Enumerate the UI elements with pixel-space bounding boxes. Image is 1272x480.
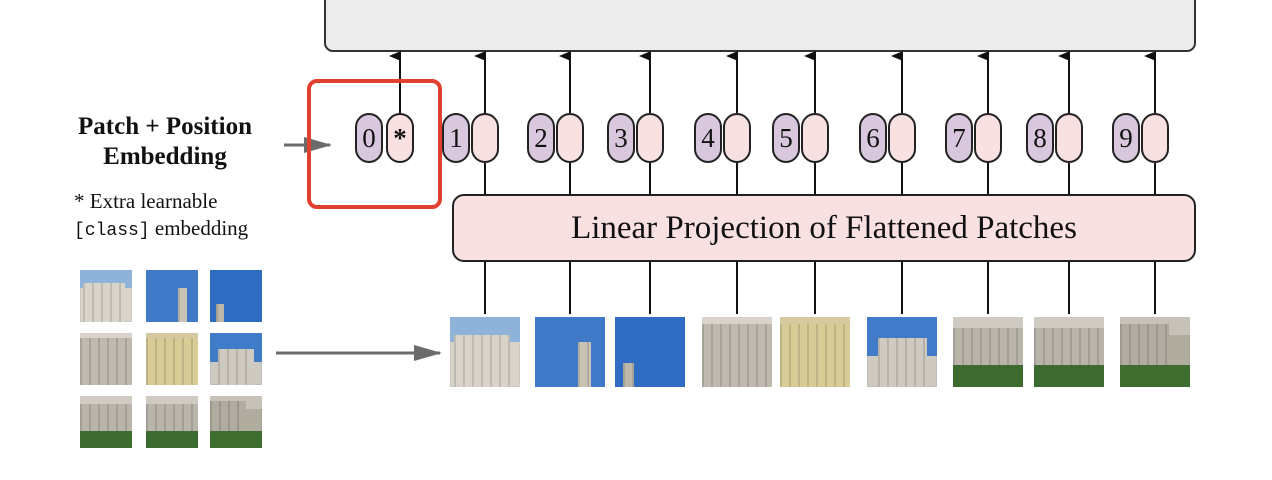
patch-embedding-pill-6	[888, 113, 916, 163]
label-line-2: Embedding	[103, 143, 227, 170]
flattened-patch-9	[1120, 317, 1190, 387]
flattened-patch-7	[953, 317, 1023, 387]
grid-patch-5	[146, 333, 198, 385]
grid-patch-7	[80, 396, 132, 448]
patch-embedding-pill-1	[471, 113, 499, 163]
position-pill-6: 6	[859, 113, 887, 163]
position-pill-1: 1	[442, 113, 470, 163]
class-token-position-pill: 0	[355, 113, 383, 163]
grid-patch-2	[146, 270, 198, 322]
position-pill-3: 3	[607, 113, 635, 163]
label-line-1: Patch + Position	[78, 113, 252, 140]
class-code: [class]	[74, 221, 150, 241]
position-pill-9: 9	[1112, 113, 1140, 163]
note-line-2: [class] embedding	[74, 215, 314, 245]
patch-embedding-pill-7	[974, 113, 1002, 163]
transformer-encoder-box	[324, 0, 1196, 52]
grid-patch-9	[210, 396, 262, 448]
patch-position-embedding-label: Patch + Position Embedding	[40, 112, 290, 172]
note-line-1: * Extra learnable	[74, 189, 218, 213]
flattened-patch-6	[867, 317, 937, 387]
grid-patch-4	[80, 333, 132, 385]
class-token-highlight	[307, 79, 442, 209]
flattened-patch-2	[535, 317, 605, 387]
position-pill-8: 8	[1026, 113, 1054, 163]
position-pill-4: 4	[694, 113, 722, 163]
flattened-patch-1	[450, 317, 520, 387]
grid-patch-6	[210, 333, 262, 385]
patch-embedding-pill-4	[723, 113, 751, 163]
patch-embedding-pill-3	[636, 113, 664, 163]
position-pill-5: 5	[772, 113, 800, 163]
patch-embedding-pill-8	[1055, 113, 1083, 163]
linear-projection-box: Linear Projection of Flattened Patches	[452, 194, 1196, 262]
flattened-patch-8	[1034, 317, 1104, 387]
class-token-embedding-pill: *	[386, 113, 414, 163]
linear-projection-label: Linear Projection of Flattened Patches	[571, 209, 1077, 246]
position-pill-2: 2	[527, 113, 555, 163]
flattened-patch-3	[615, 317, 685, 387]
flattened-patch-4	[702, 317, 772, 387]
flattened-patch-5	[780, 317, 850, 387]
extra-learnable-note: * Extra learnable [class] embedding	[74, 188, 314, 245]
note-embedding-text: embedding	[149, 216, 249, 240]
patch-embedding-pill-5	[801, 113, 829, 163]
grid-patch-3	[210, 270, 262, 322]
patch-embedding-pill-9	[1141, 113, 1169, 163]
grid-patch-8	[146, 396, 198, 448]
position-pill-7: 7	[945, 113, 973, 163]
grid-patch-1	[80, 270, 132, 322]
patch-embedding-pill-2	[556, 113, 584, 163]
